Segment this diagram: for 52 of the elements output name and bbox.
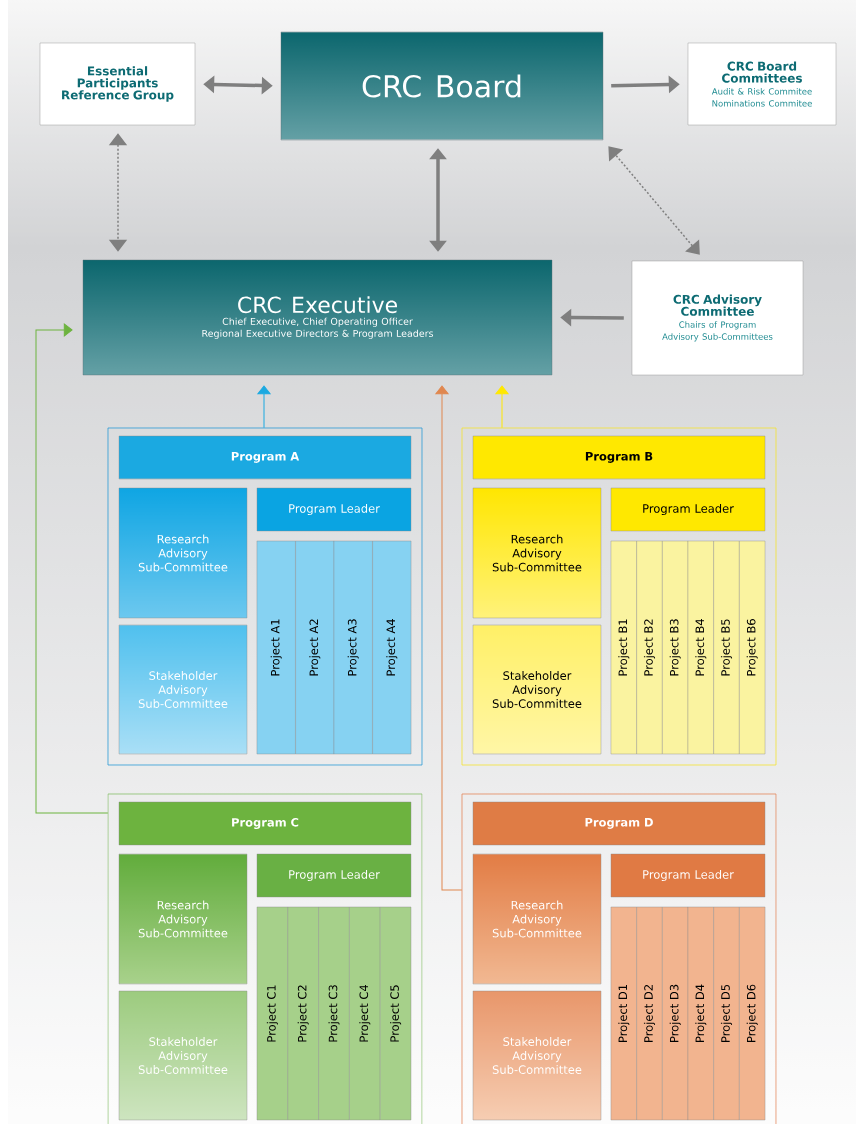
arrow	[495, 385, 509, 429]
program-frame	[461, 793, 777, 1124]
group-box: Essential Participants Reference Group	[39, 42, 196, 126]
project-column: Project C5	[380, 906, 412, 1121]
program-frame	[107, 427, 423, 766]
project-column: Project C4	[349, 906, 381, 1121]
project-column: Project A1	[256, 540, 296, 755]
project-column: Project A3	[333, 540, 373, 755]
leader-box: Program Leader	[256, 853, 412, 898]
program-frame	[461, 427, 777, 766]
arrow	[435, 385, 463, 891]
project-column: Project D1	[610, 906, 637, 1121]
committee-box: CRC Board Committees Audit & Risk Commitee Nominations Commitee	[687, 42, 837, 126]
program-header: Program C	[118, 801, 412, 846]
project-column: Project C2	[287, 906, 319, 1121]
committee-box: Research Advisory Sub-Committee	[472, 853, 602, 985]
committee-box: Stakeholder Advisory Sub-Committee	[472, 624, 602, 755]
committee-box: Research Advisory Sub-Committee	[118, 487, 248, 619]
project-column: Project D2	[636, 906, 663, 1121]
arrow	[257, 385, 271, 429]
dotted-arrow	[108, 133, 128, 252]
project-column: Project B6	[739, 540, 766, 755]
project-column: Project B2	[636, 540, 663, 755]
project-column: Project D3	[662, 906, 689, 1121]
committee-box: Research Advisory Sub-Committee	[118, 853, 248, 985]
committee-box: Research Advisory Sub-Committee	[472, 487, 602, 619]
committee-box: Stakeholder Advisory Sub-Committee	[118, 990, 248, 1121]
leader-box: Program Leader	[256, 487, 412, 532]
project-column: Project D6	[739, 906, 766, 1121]
program-header: Program B	[472, 435, 766, 480]
arrow	[35, 323, 109, 814]
project-column: Project C1	[256, 906, 288, 1121]
project-column: Project B1	[610, 540, 637, 755]
project-column: Project B3	[662, 540, 689, 755]
program-header: Program A	[118, 435, 412, 480]
board-box: CRC Board	[280, 31, 604, 141]
project-column: Project B4	[687, 540, 714, 755]
executive-box: CRC Executive Chief Executive, Chief Operating Officer Regional Executive Directors & Program Leaders	[82, 259, 553, 376]
project-column: Project D5	[713, 906, 740, 1121]
project-column: Project C3	[318, 906, 350, 1121]
project-column: Project D4	[687, 906, 714, 1121]
project-column: Project A4	[372, 540, 412, 755]
committee-box: CRC Advisory Committee Chairs of Program Advisory Sub-Committees	[631, 260, 804, 376]
leader-box: Program Leader	[610, 853, 766, 898]
program-header: Program D	[472, 801, 766, 846]
committee-box: Stakeholder Advisory Sub-Committee	[472, 990, 602, 1121]
project-column: Project A2	[295, 540, 335, 755]
leader-box: Program Leader	[610, 487, 766, 532]
dotted-arrow	[608, 146, 700, 255]
project-column: Project B5	[713, 540, 740, 755]
program-frame	[107, 793, 423, 1124]
committee-box: Stakeholder Advisory Sub-Committee	[118, 624, 248, 755]
